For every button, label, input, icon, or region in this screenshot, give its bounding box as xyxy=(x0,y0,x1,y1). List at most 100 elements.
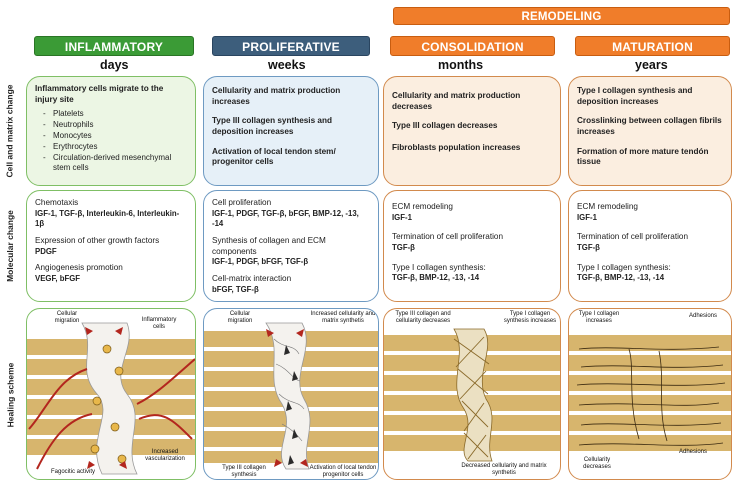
ann-type-iii-decreases: Type III collagen and cellularity decrea… xyxy=(395,311,451,324)
molecular-label: Cell-matrix interaction xyxy=(212,273,292,283)
healing-scheme-maturation: Type I collagen increases Adhesions Adhe… xyxy=(568,308,732,480)
ann-decreased-cellularity: Decreased cellularity and matrix synthet… xyxy=(461,463,547,476)
inflammatory-cell-list: Platelets Neutrophils Monocytes Erythroc… xyxy=(43,109,187,174)
molecular-label: Type I collagen synthesis: xyxy=(392,262,486,272)
cell-change-inflammatory: Inflammatory cells migrate to the injury… xyxy=(26,76,196,186)
migration-arrows xyxy=(85,327,127,469)
collagen-mesh xyxy=(453,336,490,460)
collagen-fibrils xyxy=(576,346,726,446)
ann-type-iii-synthesis: Type III collagen synthesis xyxy=(222,465,266,478)
timescale-months: months xyxy=(438,58,484,72)
row-label-healing: Healing scheme xyxy=(0,310,20,480)
cell-consolidation-item: Type III collagen decreases xyxy=(392,121,498,131)
healing-scheme-consolidation: Type III collagen and cellularity decrea… xyxy=(383,308,561,480)
cell-change-maturation: Type I collagen synthesis and deposition… xyxy=(568,76,732,186)
row-label-healing-text: Healing scheme xyxy=(5,362,16,428)
proliferative-scheme-drawing xyxy=(204,322,378,470)
ann-fagocitic-activity: Fagocitic activity xyxy=(50,469,95,475)
row-label-cell-text: Cell and matrix change xyxy=(5,84,15,178)
molecular-factors: TGF-β, BMP-12, -13, -14 xyxy=(392,273,480,283)
ann-cellularity-decreases: Cellularity decreases xyxy=(583,457,611,470)
molecular-label: ECM remodeling xyxy=(392,202,453,211)
molecular-factors: PDGF xyxy=(35,246,57,256)
row-label-molecular-text: Molecular change xyxy=(5,210,15,282)
ann-adhesions-bottom: Adhesions xyxy=(678,449,708,455)
consolidation-banner: CONSOLIDATION xyxy=(390,36,555,56)
ann-adhesions-top: Adhesions xyxy=(688,313,718,319)
cell-consolidation-item: Fibroblasts population increases xyxy=(392,142,521,152)
cell-change-proliferative: Cellularity and matrix production increa… xyxy=(203,76,379,186)
molecular-factors: IGF-1 xyxy=(577,212,597,222)
maturation-scheme-drawing xyxy=(569,335,731,451)
inflammatory-banner: INFLAMMATORY xyxy=(34,36,194,56)
list-item: Monocytes xyxy=(43,131,187,142)
molecular-entry: Type I collagen synthesis:TGF-β, BMP-12,… xyxy=(577,263,723,284)
molecular-factors: TGF-β xyxy=(577,242,600,252)
cell-maturation-item: Type I collagen synthesis and deposition… xyxy=(577,86,693,106)
wound-gap xyxy=(265,322,311,470)
molecular-label: Expression of other growth factors xyxy=(35,235,160,245)
molecular-entry: Synthesis of collagen and ECM components… xyxy=(212,236,370,268)
cell-consolidation-item: Cellularity and matrix production decrea… xyxy=(392,91,521,111)
cell-maturation-item: Formation of more mature tendón tissue xyxy=(577,146,709,167)
molecular-factors: TGF-β, BMP-12, -13, -14 xyxy=(577,273,665,283)
list-item: Platelets xyxy=(43,109,187,120)
molecular-label: Type I collagen synthesis: xyxy=(577,262,671,272)
list-item: Erythrocytes xyxy=(43,142,187,153)
timescale-weeks: weeks xyxy=(268,58,306,72)
list-item: Circulation-derived mesenchymal stem cel… xyxy=(43,153,187,175)
list-item: Neutrophils xyxy=(43,120,187,131)
molecular-factors: VEGF, bFGF xyxy=(35,273,81,283)
ann-activation-progenitor: Activation of local tendon progenitor ce… xyxy=(309,465,377,478)
molecular-factors: IGF-1, TGF-β, Interleukin-6, Interleukin… xyxy=(35,208,180,229)
cell-change-consolidation: Cellularity and matrix production decrea… xyxy=(383,76,561,186)
molecular-label: Chemotaxis xyxy=(35,198,79,207)
migration-arrows xyxy=(266,329,308,467)
cell-maturation-item: Crosslinking between collagen fibrils in… xyxy=(577,116,722,136)
inflammatory-cells xyxy=(90,344,127,464)
healing-scheme-proliferative: Cellular migration Increased cellularity… xyxy=(203,308,379,480)
cell-proliferative-item: Activation of local tendon stem/ progeni… xyxy=(212,146,336,167)
inflammatory-scheme-drawing xyxy=(27,322,195,475)
row-label-cell: Cell and matrix change xyxy=(0,76,20,186)
molecular-entry: Type I collagen synthesis:TGF-β, BMP-12,… xyxy=(392,263,552,284)
proliferative-banner: PROLIFERATIVE xyxy=(212,36,370,56)
molecular-factors: TGF-β xyxy=(392,242,415,252)
timescale-days: days xyxy=(100,58,129,72)
molecular-label: Synthesis of collagen and ECM components xyxy=(212,235,326,256)
cell-proliferative-item: Type III collagen synthesis and depositi… xyxy=(212,116,332,136)
consolidation-scheme-drawing xyxy=(384,328,560,462)
proliferating-cells xyxy=(284,345,298,465)
remodeling-banner: REMODELING xyxy=(393,7,730,25)
molecular-factors: bFGF, TGF-β xyxy=(212,284,259,294)
maturation-banner: MATURATION xyxy=(575,36,730,56)
collagen-fibers xyxy=(273,338,305,442)
ann-increased-vascularization: Increased vascularization xyxy=(145,449,185,462)
tendon-bands xyxy=(569,335,731,451)
row-label-molecular: Molecular change xyxy=(0,190,20,302)
molecular-label: Termination of cell proliferation xyxy=(577,232,689,242)
molecular-label: Termination of cell proliferation xyxy=(392,232,504,242)
healing-scheme-inflammatory: Cellular migration Inflammatory cells In… xyxy=(26,308,196,480)
repair-tissue xyxy=(453,328,493,462)
ann-cellular-migration: Cellular migration xyxy=(227,311,253,324)
molecular-factors: IGF-1, PDGF, TGF-β, bFGF, BMP-12, -13, -… xyxy=(212,208,359,229)
molecular-factors: IGF-1, PDGF, bFGF, TGF-β xyxy=(212,257,309,267)
ann-type-i-collagen: Type I collagen increases xyxy=(578,311,620,324)
ann-increased-cellularity: Increased cellularity and matrix synthet… xyxy=(310,311,376,324)
molecular-factors: IGF-1 xyxy=(392,212,412,222)
cell-proliferative-item: Cellularity and matrix production increa… xyxy=(212,86,341,106)
